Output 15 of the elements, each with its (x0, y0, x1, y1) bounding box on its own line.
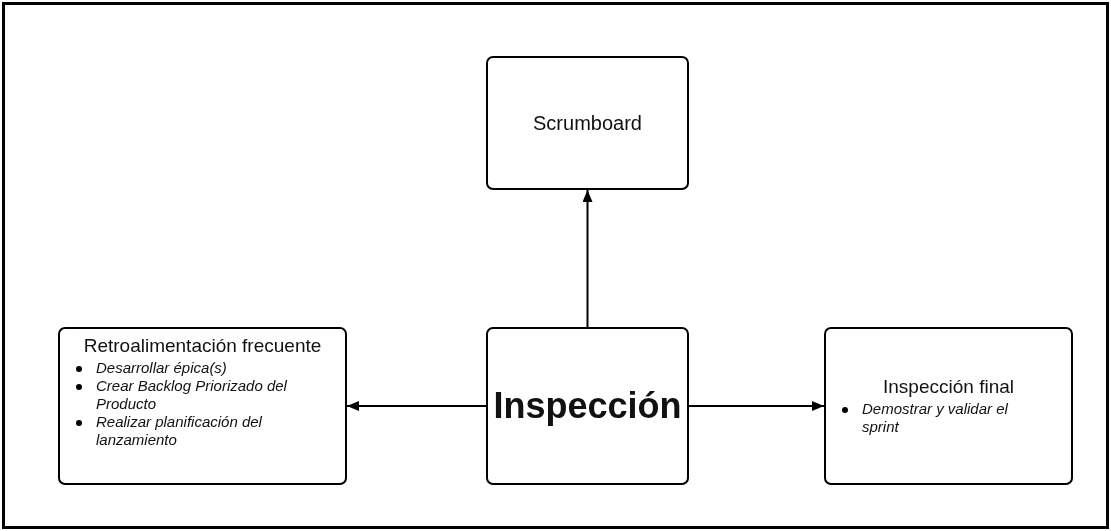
arrow (688, 401, 825, 411)
box-title: Retroalimentación frecuente (82, 335, 323, 357)
box-title: Inspección final (882, 376, 1015, 398)
process-box (58, 327, 347, 485)
bullet-item: Realizar planificación del lanzamiento (96, 413, 317, 449)
process-box (486, 56, 689, 190)
bullet-item: Crear Backlog Priorizado del Producto (96, 377, 317, 413)
box-title: Scrumboard (532, 111, 643, 135)
process-box (486, 327, 689, 485)
box-title: Inspección (492, 385, 683, 427)
arrow (346, 401, 487, 411)
arrow (582, 189, 593, 328)
bullet-item: Demostrar y validar el sprint (862, 400, 1043, 436)
process-box (824, 327, 1073, 485)
bullet-item: Desarrollar épica(s) (96, 359, 317, 377)
